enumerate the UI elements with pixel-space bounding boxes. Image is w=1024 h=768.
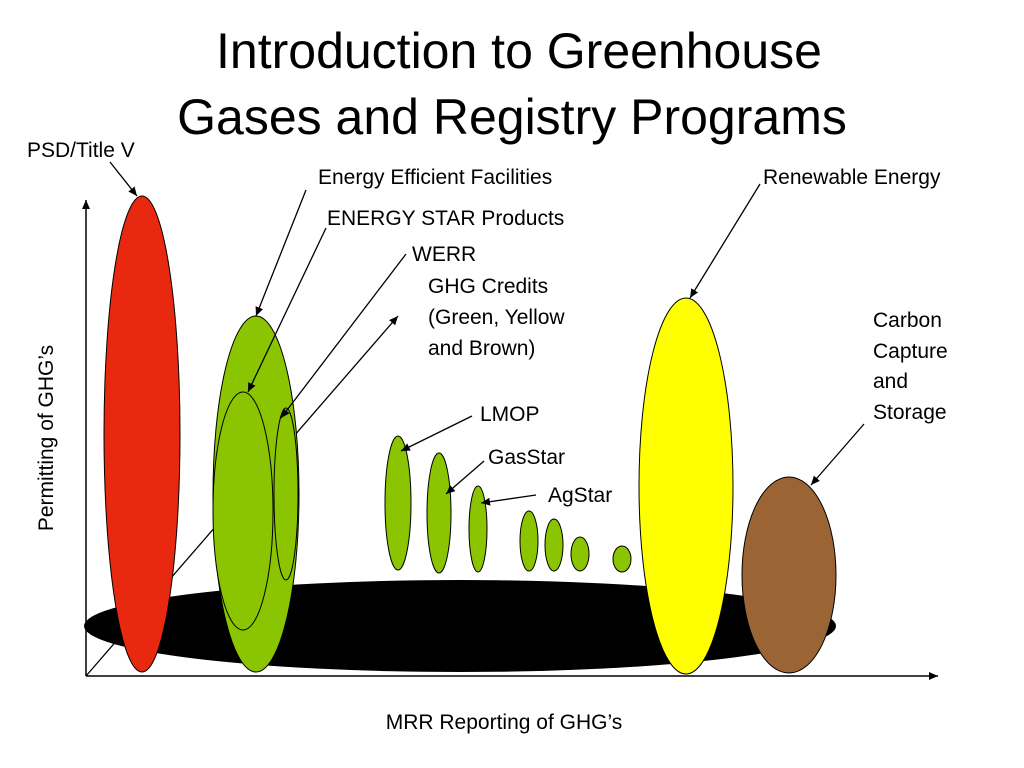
label-ghg-credits-line2: (Green, Yellow <box>428 306 565 329</box>
label-ccs-line4: Storage <box>873 401 947 424</box>
y-axis-label: Permitting of GHG’s <box>35 345 58 531</box>
arrow-werr <box>280 253 407 419</box>
label-psd-title-v: PSD/Title V <box>27 139 135 162</box>
lmop-ellipse <box>384 435 412 571</box>
arrow-carbon-capture <box>810 423 865 486</box>
label-energy-star-products: ENERGY STAR Products <box>327 207 564 230</box>
label-ccs-line3: and <box>873 370 908 393</box>
werr-ellipse <box>273 407 299 581</box>
page-title-line1: Introduction to Greenhouse <box>216 23 822 79</box>
small-program-ellipse-4 <box>612 545 632 573</box>
arrow-psd <box>109 161 138 197</box>
label-lmop: LMOP <box>480 403 540 426</box>
arrow-energy-efficient <box>255 189 307 317</box>
arrow-agstar <box>480 494 537 506</box>
label-werr: WERR <box>412 243 476 266</box>
x-axis-label: MRR Reporting of GHG’s <box>386 711 623 734</box>
label-ccs-line2: Capture <box>873 340 948 363</box>
label-ghg-credits-line1: GHG Credits <box>428 275 548 298</box>
arrow-lmop <box>400 415 473 452</box>
label-agstar: AgStar <box>548 484 612 507</box>
small-program-ellipse-2 <box>544 518 564 572</box>
label-energy-efficient-facilities: Energy Efficient Facilities <box>318 166 552 189</box>
agstar-ellipse <box>468 485 488 573</box>
arrow-gasstar <box>445 460 485 495</box>
label-renewable-energy: Renewable Energy <box>763 166 941 189</box>
arrow-energy-star <box>247 227 327 393</box>
gasstar-ellipse <box>426 452 452 574</box>
small-program-ellipse-1 <box>519 510 539 572</box>
label-ghg-credits: GHG Credits (Green, Yellow and Brown) <box>428 275 570 360</box>
carbon-capture-ellipse <box>741 476 837 674</box>
page-title-line2: Gases and Registry Programs <box>177 89 847 145</box>
energy-star-products-ellipse <box>212 391 274 631</box>
psd-title-v-ellipse <box>103 195 181 673</box>
label-ghg-credits-line3: and Brown) <box>428 337 535 360</box>
label-ccs-line1: Carbon <box>873 309 942 332</box>
arrow-renewable <box>689 183 761 299</box>
label-gasstar: GasStar <box>488 446 565 469</box>
small-program-ellipse-3 <box>570 536 590 572</box>
label-carbon-capture-storage: Carbon Capture and Storage <box>873 309 954 424</box>
renewable-energy-ellipse <box>638 297 734 675</box>
